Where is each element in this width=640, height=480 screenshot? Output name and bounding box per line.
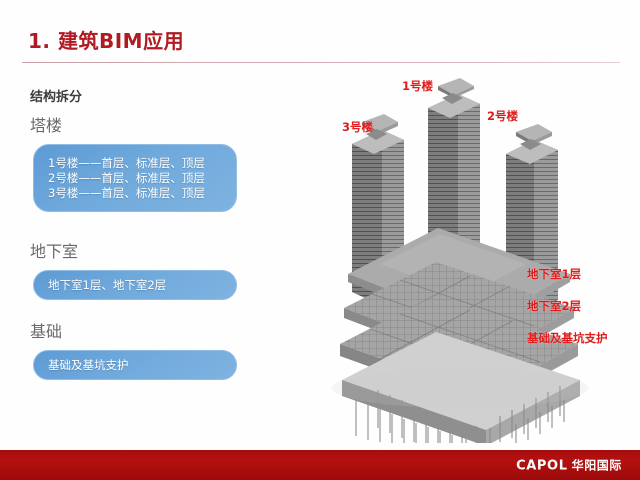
basement-line-1: 地下室1层、地下室2层 — [48, 277, 167, 292]
tower-line-1: 1号楼——首层、标准层、顶层 — [48, 155, 205, 170]
basement-info-box[interactable]: 地下室1层、地下室2层 — [33, 270, 237, 300]
bim-exploded-model — [320, 68, 635, 443]
foundation-line-1: 基础及基坑支护 — [48, 357, 129, 372]
section-heading: 结构拆分 — [30, 90, 83, 105]
model-label-foundation: 基础及基坑支护 — [527, 331, 608, 345]
title-divider — [22, 62, 620, 63]
model-label-basement-1: 地下室1层 — [527, 267, 582, 281]
model-label-tower-3: 3号楼 — [342, 120, 374, 134]
foundation-info-box[interactable]: 基础及基坑支护 — [33, 350, 237, 380]
brand-logo-cn: 华阳国际 — [571, 458, 622, 473]
foundation-and-piles — [342, 332, 580, 443]
brand-logo-latin: CAPOL — [516, 458, 568, 474]
model-label-tower-1: 1号楼 — [402, 79, 434, 93]
group-label-basement: 地下室 — [30, 242, 79, 261]
page-title: 1. 建筑BIM应用 — [28, 29, 185, 53]
group-label-tower: 塔楼 — [30, 116, 63, 135]
tower-line-3: 3号楼——首层、标准层、顶层 — [48, 185, 205, 200]
model-label-tower-2: 2号楼 — [487, 109, 519, 123]
model-label-basement-2: 地下室2层 — [527, 299, 582, 313]
group-label-foundation: 基础 — [30, 322, 63, 341]
tower-line-2: 2号楼——首层、标准层、顶层 — [48, 170, 205, 185]
tower-info-box[interactable]: 1号楼——首层、标准层、顶层 2号楼——首层、标准层、顶层 3号楼——首层、标准… — [33, 144, 237, 212]
